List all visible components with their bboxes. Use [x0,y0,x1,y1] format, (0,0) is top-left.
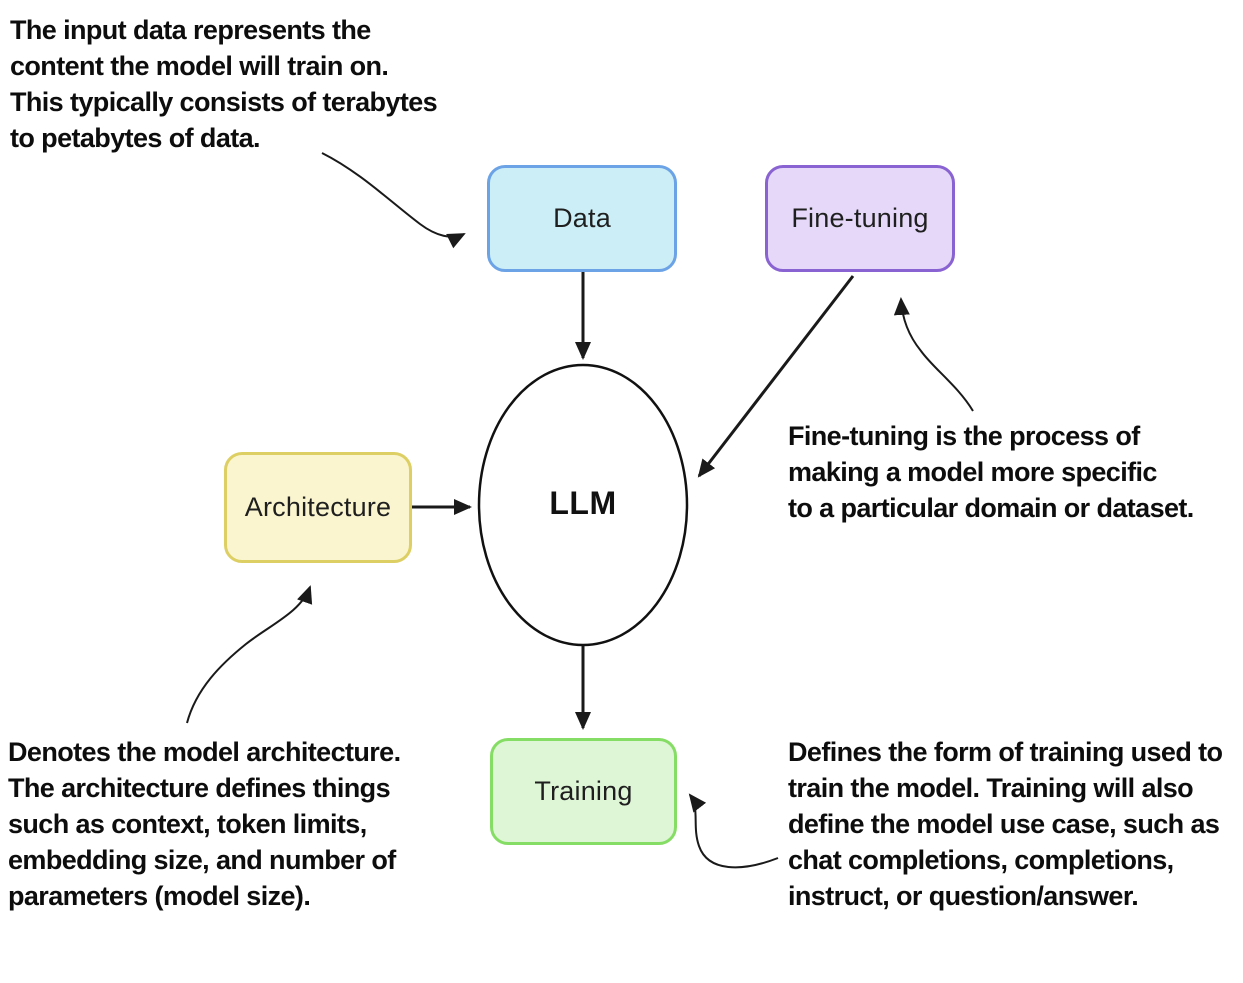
arrow-note-to-architecture-box [186,585,313,724]
node-fine-tuning-label: Fine-tuning [791,203,929,233]
node-data-label: Data [553,203,611,233]
annotation-fine-tuning: Fine-tuning is the process of making a m… [788,421,1194,523]
node-architecture: Architecture [224,452,412,563]
node-data: Data [487,165,677,272]
llm-ellipse [477,363,689,647]
annotation-training: Defines the form of training used to tra… [788,737,1223,911]
arrow-note-to-training-box [688,793,779,869]
annotation-data: The input data represents the content th… [10,15,438,153]
node-architecture-label: Architecture [244,492,392,522]
node-fine-tuning: Fine-tuning [765,165,955,272]
arrow-note-to-fine-tuning-box [893,297,974,412]
llm-node-label: LLM [549,485,617,521]
node-training-label: Training [534,776,633,806]
annotation-architecture: Denotes the model architecture. The arch… [8,737,401,911]
arrow-fine-tuning-to-llm [697,275,855,478]
node-training: Training [490,738,677,845]
arrow-note-to-data-box [321,152,466,249]
